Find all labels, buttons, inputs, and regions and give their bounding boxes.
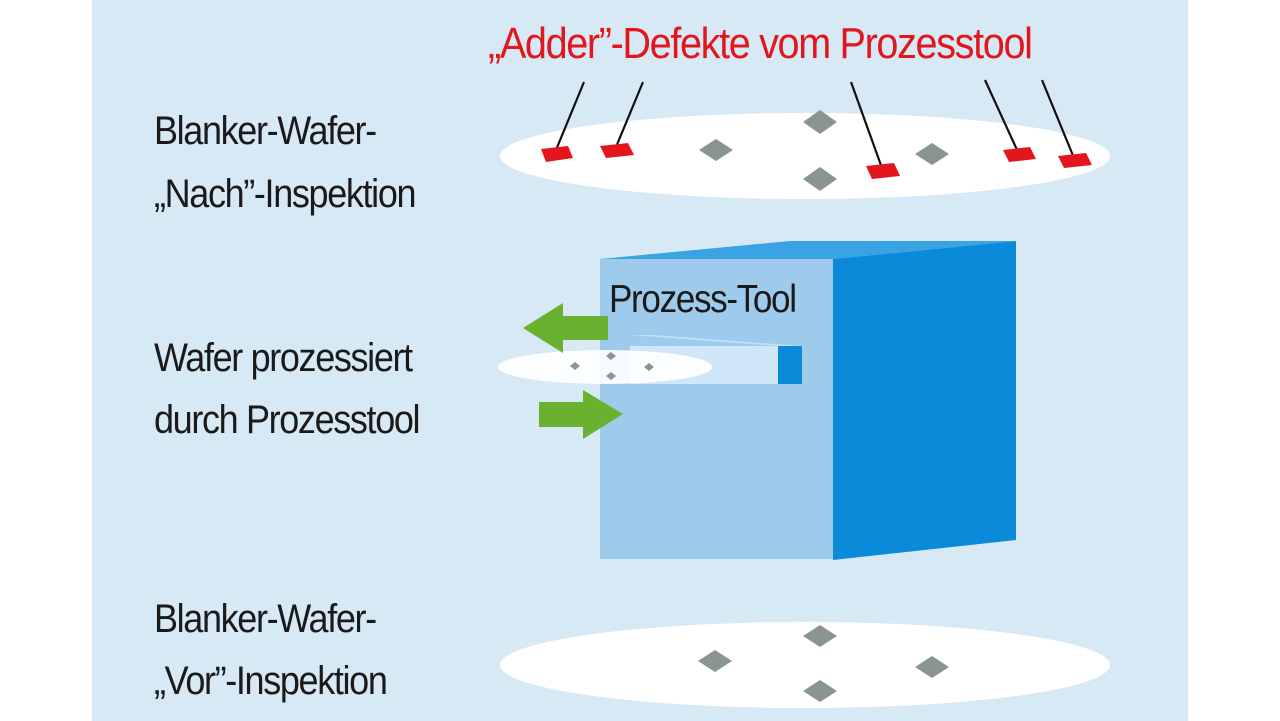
existing-defects-before <box>698 625 949 702</box>
arrow-out-icon <box>523 303 608 353</box>
adder-defect-marker <box>1003 147 1036 162</box>
defect-marker <box>644 363 654 371</box>
defect-marker <box>803 110 837 134</box>
adder-pointer-lines <box>554 79 1076 169</box>
process-tool-box <box>600 241 1016 560</box>
adder-defect-marker <box>600 143 634 158</box>
defect-marker <box>803 680 837 702</box>
box-side-face <box>833 241 1016 560</box>
box-top-face <box>600 241 1016 259</box>
existing-defects-in-process <box>570 352 654 380</box>
process-label-line2: durch Prozesstool <box>154 398 421 442</box>
adder-defect-marker <box>866 163 900 179</box>
process-tool-label: Prozess-Tool <box>609 278 797 321</box>
before-inspection-label-line2: „Vor”-Inspektion <box>154 659 388 703</box>
adder-defect-marker <box>1058 153 1092 168</box>
tool-arm-top <box>630 335 802 346</box>
adder-defects <box>541 143 1092 179</box>
tool-arm-end <box>778 346 802 384</box>
arrow-in-icon <box>539 390 623 439</box>
existing-defects-after <box>699 110 949 191</box>
defect-marker <box>606 372 616 380</box>
box-front-face <box>600 259 833 559</box>
wafer-in-process <box>498 350 712 384</box>
wafer-before <box>500 622 1110 708</box>
after-inspection-label-line1: Blanker-Wafer- <box>154 109 377 153</box>
after-inspection-label-line2: „Nach”-Inspektion <box>154 172 417 216</box>
adder-defect-marker <box>541 146 573 162</box>
wafer-after <box>500 113 1110 199</box>
defect-marker <box>606 352 616 360</box>
process-label-line1: Wafer prozessiert <box>154 336 413 380</box>
defect-marker <box>699 139 733 161</box>
adder-defects-title: „Adder”-Defekte vom Prozesstool <box>488 19 1033 68</box>
before-inspection-label-line1: Blanker-Wafer- <box>154 597 377 641</box>
defect-marker <box>803 167 837 191</box>
defect-marker <box>915 143 949 165</box>
defect-marker <box>803 625 837 647</box>
defect-marker <box>570 362 580 370</box>
defect-marker <box>698 650 732 672</box>
defect-marker <box>915 656 949 678</box>
